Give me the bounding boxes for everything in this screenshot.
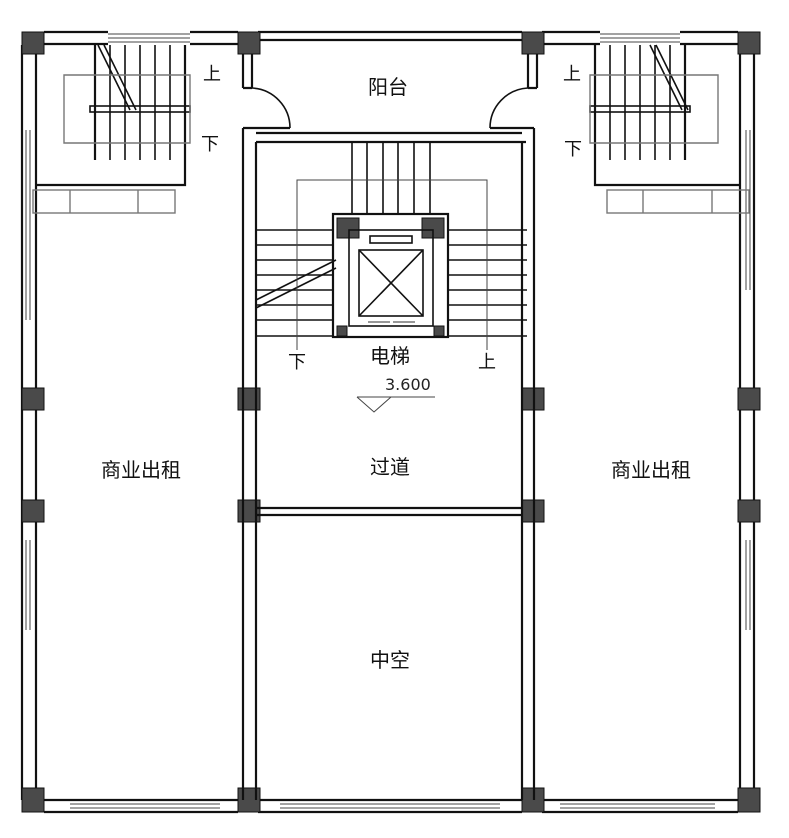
- right-staircase: 上 下: [563, 44, 750, 214]
- stair-up-label: 上: [478, 352, 496, 373]
- stair-down-label: 下: [288, 352, 306, 373]
- left-staircase: 上 下: [32, 44, 221, 214]
- central-staircase: [255, 142, 527, 350]
- room-label-void: 中空: [370, 648, 410, 672]
- central-labels: 下 上 电梯 3.600: [288, 344, 496, 413]
- elevator-label: 电梯: [370, 344, 410, 368]
- stair-up-label: 上: [203, 64, 221, 85]
- elevation-value: 3.600: [385, 375, 431, 394]
- room-label-balcony: 阳台: [368, 75, 408, 99]
- room-label-commercial-left: 商业出租: [101, 458, 181, 482]
- room-label-commercial-right: 商业出租: [611, 458, 691, 482]
- elevator: [331, 212, 450, 339]
- stair-down-label: 下: [564, 139, 582, 160]
- interior-walls: [241, 54, 539, 800]
- stair-down-label: 下: [201, 134, 219, 155]
- exterior-walls: [20, 30, 756, 814]
- elevation-marker-icon: [356, 396, 435, 413]
- stair-up-label: 上: [563, 64, 581, 85]
- room-label-corridor: 过道: [370, 455, 410, 479]
- columns: [21, 31, 761, 813]
